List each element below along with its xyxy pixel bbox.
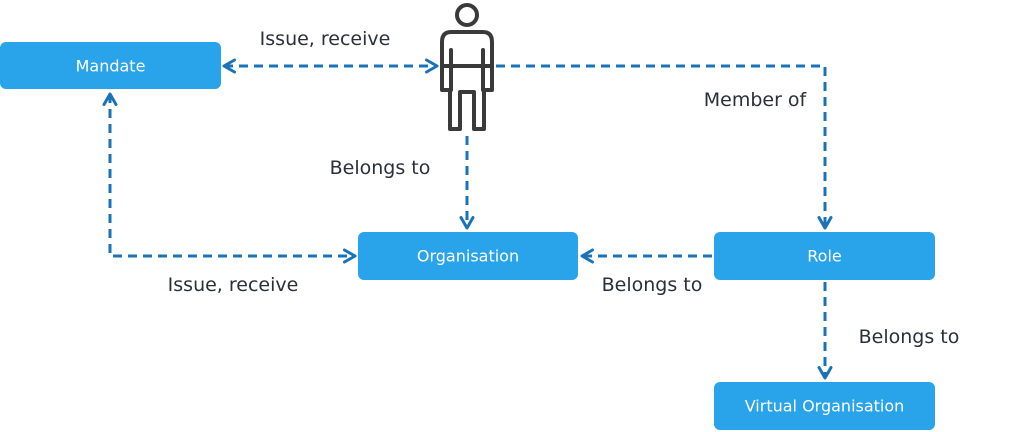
- label-mandate-organisation: Issue, receive: [168, 274, 299, 296]
- edge-person-role: [496, 64, 833, 230]
- node-virtual-organisation-label: Virtual Organisation: [745, 397, 905, 416]
- label-person-role: Member of: [704, 89, 808, 111]
- node-mandate[interactable]: Mandate: [0, 42, 221, 89]
- node-organisation-label: Organisation: [417, 247, 519, 266]
- label-role-virtual-organisation: Belongs to: [859, 326, 960, 348]
- label-role-organisation: Belongs to: [602, 274, 703, 296]
- edges: [102, 58, 833, 380]
- node-role[interactable]: Role: [714, 232, 935, 280]
- label-person-organisation: Belongs to: [330, 157, 431, 179]
- node-mandate-label: Mandate: [76, 57, 146, 76]
- edge-labels: Issue, receive Issue, receive Belongs to…: [168, 28, 960, 348]
- node-role-label: Role: [807, 247, 841, 266]
- node-organisation[interactable]: Organisation: [358, 232, 578, 280]
- edge-mandate-organisation: [102, 92, 357, 264]
- node-virtual-organisation[interactable]: Virtual Organisation: [714, 382, 935, 430]
- person-icon: [440, 3, 494, 131]
- label-mandate-person: Issue, receive: [260, 28, 391, 50]
